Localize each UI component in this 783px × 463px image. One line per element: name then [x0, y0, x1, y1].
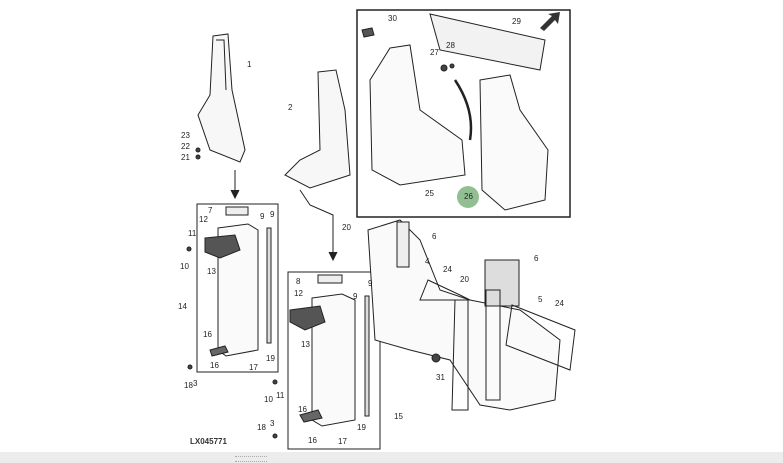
part-label: 29 — [512, 17, 521, 26]
part-label: 9 — [353, 292, 358, 301]
part-label: 14 — [178, 302, 187, 311]
part-label: 6 — [432, 232, 437, 241]
part-label: 20 — [460, 275, 469, 284]
part-label: 15 — [394, 412, 403, 421]
part-label: 1 — [247, 60, 252, 69]
part-label: 5 — [538, 295, 543, 304]
detail-box-left — [196, 203, 279, 373]
part-1-trim — [197, 33, 246, 163]
part-label: 27 — [430, 48, 439, 57]
detail-box-middle — [287, 271, 381, 450]
part-label: 28 — [446, 41, 455, 50]
part-label-highlighted[interactable]: 26 — [464, 192, 473, 201]
part-label: 17 — [249, 363, 258, 372]
part-label: 16 — [308, 436, 317, 445]
part-label: 19 — [357, 423, 366, 432]
detail-box-top-right — [356, 9, 571, 218]
parts-diagram: 1 2 23 22 21 7 12 9 9 11 10 13 14 16 16 … — [178, 9, 576, 450]
part-label: 20 — [342, 223, 351, 232]
part-label: 7 — [208, 206, 213, 215]
part-label: 12 — [199, 215, 208, 224]
part-label: 31 — [436, 373, 445, 382]
part-label: 18 — [257, 423, 266, 432]
part-label: 16 — [210, 361, 219, 370]
highlight-callout-26[interactable] — [457, 186, 479, 208]
part-label: 8 — [296, 277, 301, 286]
diagram-code: LX045771 — [190, 437, 227, 446]
part-label: 16 — [203, 330, 212, 339]
part-label: 3 — [270, 419, 275, 428]
part-label: 17 — [338, 437, 347, 446]
navigation-arrow-icon — [540, 12, 560, 31]
part-label: 6 — [534, 254, 539, 263]
part-label: 10 — [180, 262, 189, 271]
part-label: 11 — [188, 229, 197, 238]
part-label: 24 — [555, 299, 564, 308]
part-label: 12 — [294, 289, 303, 298]
exploded-view-drawing — [186, 9, 576, 450]
part-label: 19 — [266, 354, 275, 363]
part-label: 13 — [207, 267, 216, 276]
part-label: 13 — [301, 340, 310, 349]
part-label: 9 — [368, 279, 373, 288]
part-label: 9 — [260, 212, 265, 221]
scroll-grip[interactable] — [235, 456, 267, 462]
part-label: 10 — [264, 395, 273, 404]
part-label: 9 — [270, 210, 275, 219]
part-label: 24 — [443, 265, 452, 274]
part-label: 4 — [425, 257, 430, 266]
part-label: 18 — [184, 381, 193, 390]
part-label: 2 — [288, 103, 293, 112]
part-label: 16 — [298, 405, 307, 414]
bottom-scroll-bar[interactable] — [0, 452, 783, 463]
part-label: 22 — [181, 142, 190, 151]
part-label: 23 — [181, 131, 190, 140]
part-label: 3 — [193, 379, 198, 388]
part-label: 11 — [276, 391, 285, 400]
part-2-trim — [284, 69, 351, 189]
part-label: 25 — [425, 189, 434, 198]
part-label: 21 — [181, 153, 190, 162]
part-label: 30 — [388, 14, 397, 23]
